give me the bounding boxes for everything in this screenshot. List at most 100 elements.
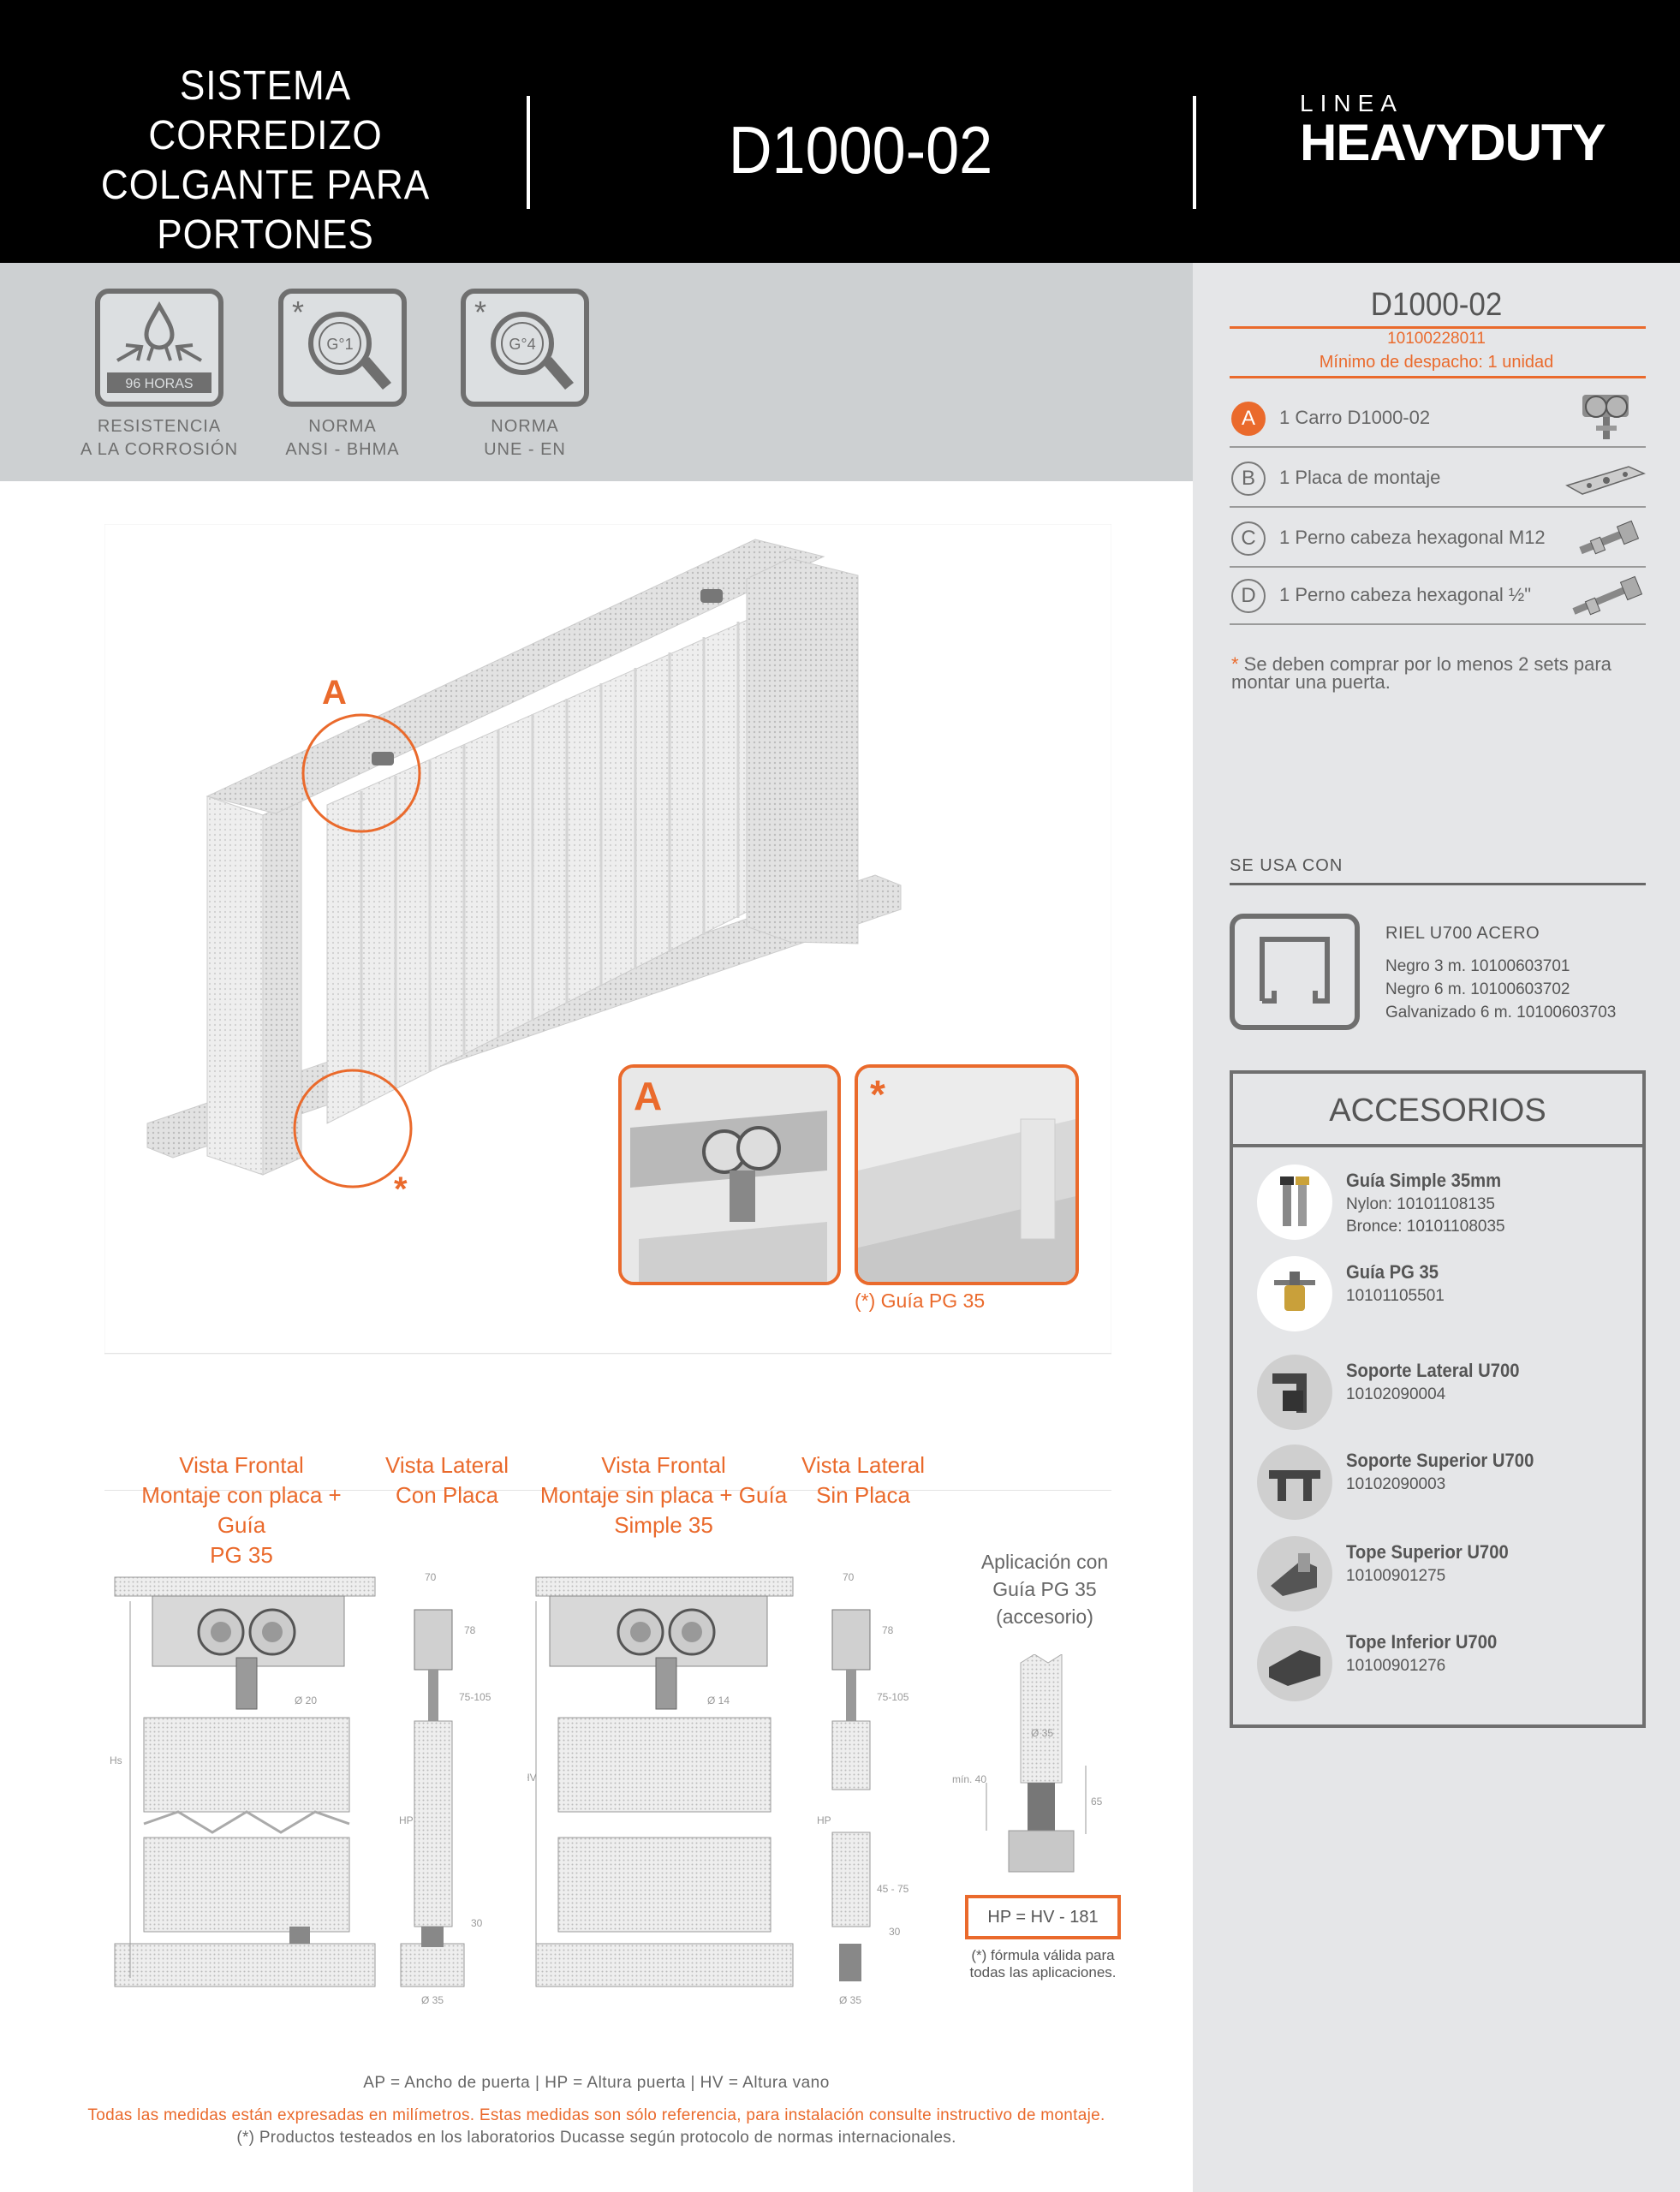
carriage-icon (1582, 395, 1629, 439)
application-title-line: Aplicación con (980, 1551, 1109, 1573)
front-view-noplate-drawing: HV Ø 14 (527, 1576, 794, 1987)
cert-label: RESISTENCIA A LA CORROSIÓN (61, 415, 258, 462)
brand-logo: HEAVYDUTY (1300, 114, 1606, 171)
part-text: 1 Perno cabeza hexagonal ½" (1279, 584, 1532, 605)
cert-label-line: ANSI - BHMA (285, 440, 400, 459)
front-view-plate-drawing: Hs Ø 20 (110, 1576, 376, 1987)
view-title-line: Con Placa (396, 1482, 498, 1508)
view-title-line: Sin Placa (816, 1482, 910, 1508)
cert-label-line: A LA CORROSIÓN (80, 440, 239, 459)
cert-label-line: NORMA (491, 417, 559, 436)
cert-badge: G°4 (509, 336, 535, 353)
dim-label: Ø 20 (295, 1695, 317, 1707)
hex-bolt-icon (1572, 575, 1643, 616)
cert-label-line: RESISTENCIA (97, 417, 222, 436)
top-stop-icon (1257, 1536, 1332, 1611)
used-with-heading: SE USA CON (1230, 856, 1343, 875)
accessory-name: Tope Superior U700 (1346, 1541, 1509, 1563)
accessory-item: Tope Superior U700 10100901275 (1257, 1536, 1634, 1613)
part-row-c: C 1 Perno cabeza hexagonal M12 (1230, 508, 1646, 568)
formula-note-line: (*) fórmula válida para (971, 1947, 1115, 1963)
top-bracket-icon (1257, 1444, 1332, 1520)
guide-pg-icon (1257, 1256, 1332, 1331)
side-view-noplate-drawing: 70 78 75-105 HP 45 - 75 30 Ø 35 (817, 1571, 909, 2006)
view-title-side-plate: Vista Lateral Con Placa (381, 1450, 513, 1510)
side-view-plate-drawing: 70 78 75-105 HP 30 Ø 35 (399, 1571, 491, 2006)
header: SISTEMA CORREDIZO COLGANTE PARA PORTONES… (0, 0, 1680, 307)
accessory-code: Nylon: 10101108135 (1346, 1195, 1495, 1213)
mounting-plate-icon (1565, 466, 1646, 495)
cert-label: NORMA ANSI - BHMA (244, 415, 441, 462)
part-row-d: D 1 Perno cabeza hexagonal ½" (1230, 565, 1646, 625)
header-divider (527, 96, 530, 209)
dim-label: 78 (882, 1624, 894, 1636)
dim-label: Ø 35 (839, 1994, 861, 2006)
view-title-line: Simple 35 (614, 1512, 713, 1538)
divider (104, 1353, 1111, 1354)
dim-label: 30 (471, 1917, 483, 1929)
product-code: 10100228011 (1387, 330, 1486, 348)
accessory-item: Soporte Lateral U700 10102090004 (1257, 1355, 1634, 1432)
divider (104, 1490, 1111, 1491)
height-formula: HP = HV - 181 (965, 1895, 1121, 1939)
u-rail-icon (1230, 914, 1360, 1030)
title-line: COLGANTE PARA (100, 163, 431, 208)
application-title: Aplicación con Guía PG 35 (accesorio) (976, 1548, 1113, 1630)
view-title-line: Montaje sin placa + Guía (539, 1482, 788, 1508)
panel-model: D1000-02 (1370, 287, 1503, 323)
divider (1230, 376, 1646, 378)
dim-label: 45 - 75 (877, 1883, 909, 1895)
rail-variant: Galvanizado 6 m. 10100603703 (1385, 1004, 1617, 1022)
dim-label: 75-105 (877, 1691, 909, 1703)
cert-label-line: UNE - EN (484, 440, 566, 459)
cert-label-line: NORMA (308, 417, 377, 436)
dim-label: 65 (1091, 1796, 1103, 1808)
side-bracket-icon (1257, 1355, 1332, 1430)
application-drawing: Ø 35 mín. 40 65 (952, 1654, 1103, 1873)
dim-label: HP (817, 1814, 831, 1826)
bottom-stop-icon (1257, 1626, 1332, 1701)
view-title-line: Montaje con placa + Guía (141, 1482, 342, 1538)
detail-carriage: A (618, 1064, 841, 1285)
tested-note: (*) Productos testeados en los laborator… (236, 2129, 956, 2147)
part-letter: C (1231, 521, 1266, 556)
abbreviation-legend: AP = Ancho de puerta | HP = Altura puert… (363, 2074, 830, 2092)
dim-label: 70 (425, 1571, 437, 1583)
accessory-name: Soporte Superior U700 (1346, 1450, 1534, 1471)
accessory-item: Soporte Superior U700 10102090003 (1257, 1444, 1634, 1522)
dim-label: Ø 35 (421, 1994, 444, 2006)
certifications-band: 96 HORAS RESISTENCIA A LA CORROSIÓN * G°… (0, 263, 1193, 481)
units-note: Todas las medidas están expresadas en mi… (87, 2106, 1105, 2124)
accessory-item: Guía Simple 35mm Nylon: 10101108135 Bron… (1257, 1164, 1634, 1242)
cert-corrosion: 96 HORAS RESISTENCIA A LA CORROSIÓN (61, 289, 258, 462)
magnifier-icon: * G°4 (461, 289, 589, 407)
callout-a-label: A (634, 1074, 663, 1118)
view-title-line: Vista Frontal (601, 1452, 726, 1478)
header-divider (1193, 96, 1196, 209)
cert-ansi: * G°1 NORMA ANSI - BHMA (244, 289, 441, 462)
accessories-box: ACCESORIOS Guía Simple 35mm Nylon: 10101… (1230, 1070, 1646, 1728)
cert-badge: 96 HORAS (125, 377, 193, 391)
part-letter: B (1231, 462, 1266, 496)
application-title-line: (accesorio) (996, 1605, 1093, 1628)
guide-pin-icon (1257, 1164, 1332, 1240)
dim-label: 78 (464, 1624, 476, 1636)
accessory-code: 10100901275 (1346, 1567, 1446, 1585)
accessory-code: 10100901276 (1346, 1657, 1446, 1675)
cert-une: * G°4 NORMA UNE - EN (426, 289, 623, 462)
svg-text:*: * (474, 295, 486, 330)
dim-label: Hs (110, 1754, 122, 1766)
purchase-note: * Se deben comprar por lo menos 2 sets p… (1231, 655, 1634, 692)
accessory-item: Guía PG 35 10101105501 (1257, 1256, 1634, 1333)
part-letter: A (1231, 402, 1266, 436)
accessory-code: 10102090003 (1346, 1475, 1446, 1493)
rail-name: RIEL U700 ACERO (1385, 924, 1540, 943)
view-title-line: Vista Lateral (384, 1452, 509, 1478)
cert-label: NORMA UNE - EN (426, 415, 623, 462)
callout-star-label: * (394, 1170, 408, 1208)
dim-label: HV (527, 1772, 537, 1784)
accessory-code: Bronce: 10101108035 (1346, 1218, 1505, 1236)
callout-star-label: * (870, 1072, 885, 1117)
svg-text:*: * (292, 295, 304, 330)
header-model: D1000-02 (728, 112, 993, 188)
